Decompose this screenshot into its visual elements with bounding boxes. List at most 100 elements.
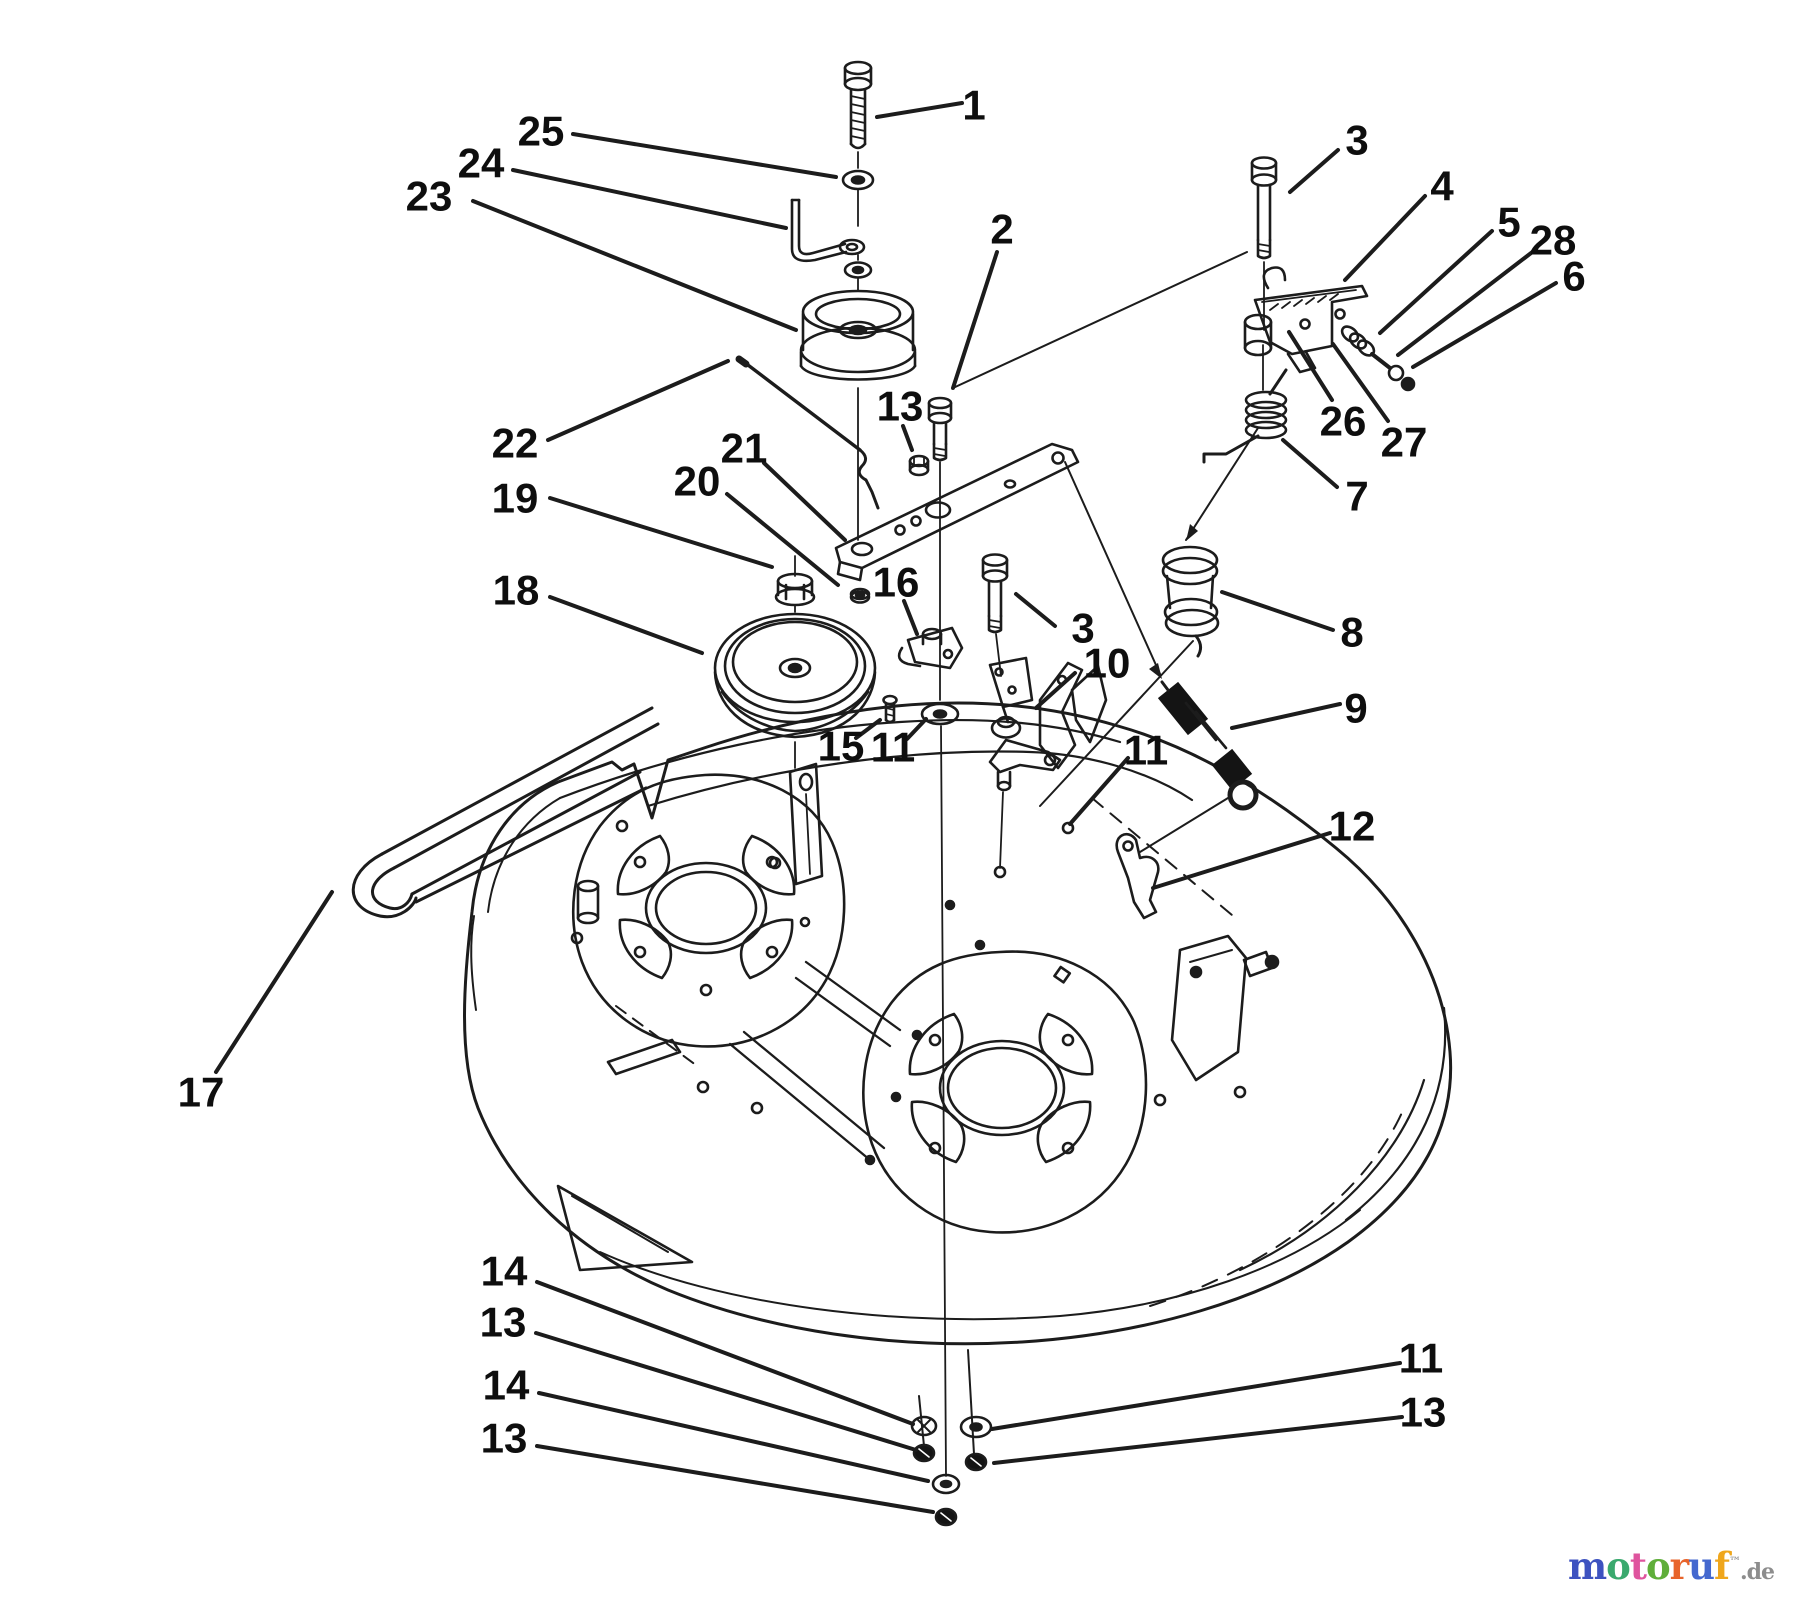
watermark-letter: o xyxy=(1606,1544,1631,1588)
hex-nut-20 xyxy=(774,555,816,607)
lock-washer-14-center xyxy=(931,1473,961,1495)
callout-label-13-b: 13 xyxy=(480,1299,527,1346)
callout-label-11-br: 11 xyxy=(1399,1335,1443,1382)
callout-leader-25 xyxy=(571,132,838,179)
callout-leader-16 xyxy=(902,599,919,636)
callout-leader-21 xyxy=(762,461,847,542)
callout-label-10: 10 xyxy=(1084,640,1131,687)
callout-label-12: 12 xyxy=(1329,803,1376,850)
watermark-letter: f xyxy=(1714,1544,1730,1588)
callout-leader-13-br xyxy=(992,1415,1404,1465)
callout-label-3-mid: 3 xyxy=(1071,605,1094,652)
callout-leader-13-b xyxy=(534,1331,918,1452)
right-spindle-plate xyxy=(862,950,1148,1234)
callout-leader-2 xyxy=(951,250,999,390)
callout-leader-23 xyxy=(471,199,798,332)
callout-label-8: 8 xyxy=(1340,609,1363,656)
callout-leader-1 xyxy=(875,101,964,119)
callout-label-9: 9 xyxy=(1344,685,1367,732)
callout-leader-17 xyxy=(214,890,334,1074)
callout-label-3-top: 3 xyxy=(1345,117,1368,164)
callout-leader-4 xyxy=(1343,194,1427,282)
compression-spring-8 xyxy=(1161,545,1220,658)
callout-leader-28 xyxy=(1396,248,1537,357)
callout-leader-13-top xyxy=(901,424,914,452)
small-nut-19 xyxy=(849,587,871,604)
callout-leader-22 xyxy=(546,359,730,442)
callout-leader-11-br xyxy=(990,1361,1402,1431)
watermark-letter: o xyxy=(1645,1544,1671,1588)
callout-label-18: 18 xyxy=(493,567,540,614)
callout-label-5: 5 xyxy=(1497,199,1520,246)
control-rod-22 xyxy=(735,355,880,510)
flat-washer-11-right xyxy=(959,1415,993,1439)
extension-spring-9 xyxy=(1157,680,1259,811)
callout-label-13-c: 13 xyxy=(481,1415,528,1462)
callout-label-21: 21 xyxy=(721,425,768,472)
callout-label-22: 22 xyxy=(492,420,539,467)
callout-label-13-br: 13 xyxy=(1400,1389,1447,1436)
callout-leader-11-midright xyxy=(1068,756,1130,826)
callout-leader-10 xyxy=(1034,671,1077,710)
callout-leader-15 xyxy=(854,718,882,740)
center-mount-axis xyxy=(940,725,947,1477)
spring-anchor-hook-12 xyxy=(1115,833,1160,920)
callout-leader-18 xyxy=(548,595,704,655)
callout-label-19: 19 xyxy=(492,475,539,522)
bell-crank-10 xyxy=(988,656,1062,869)
callout-leader-20 xyxy=(725,492,840,587)
tall-bracket xyxy=(788,762,824,886)
callout-label-1: 1 xyxy=(962,82,985,129)
nut-13-right xyxy=(964,1452,988,1472)
flat-washer-11 xyxy=(920,702,960,726)
watermark-letter: r xyxy=(1669,1544,1689,1588)
v-belt xyxy=(351,706,660,919)
callout-leader-12 xyxy=(1151,831,1332,890)
callout-label-27: 27 xyxy=(1381,419,1428,466)
belt-guide-peg xyxy=(576,879,600,925)
shoulder-bolt-3-top xyxy=(1250,156,1278,331)
shoulder-bolt-13 xyxy=(927,396,953,462)
callout-label-14-b: 14 xyxy=(483,1362,530,1409)
callout-leader-3-mid xyxy=(1014,592,1057,628)
callout-leader-13-c xyxy=(535,1444,935,1514)
callout-leader-6 xyxy=(1411,281,1558,369)
callout-leader-3-top xyxy=(1288,148,1340,194)
front-baffle xyxy=(556,1038,694,1272)
watermark-logo: motoruf™.de xyxy=(1568,1548,1775,1585)
deck-braces xyxy=(728,960,902,1162)
callout-label-26: 26 xyxy=(1320,398,1367,445)
watermark-letter: u xyxy=(1688,1544,1715,1588)
shoulder-bolt-3-mid xyxy=(981,553,1009,677)
lock-washer-14-left xyxy=(910,1415,938,1437)
idler-arm-21 xyxy=(834,442,1080,582)
callout-leader-19 xyxy=(548,496,774,569)
context-lines xyxy=(918,251,1259,1455)
deck-holes xyxy=(570,819,1247,1166)
callout-label-11-midright: 11 xyxy=(1124,727,1168,774)
hex-nut-under-13 xyxy=(908,454,930,477)
callout-label-6: 6 xyxy=(1562,253,1585,300)
callout-label-4: 4 xyxy=(1430,163,1454,210)
callout-label-2: 2 xyxy=(990,206,1013,253)
callout-leader-14-b xyxy=(537,1391,930,1483)
callout-leader-14-a xyxy=(535,1280,915,1426)
callout-leader-27 xyxy=(1331,342,1390,423)
flat-washer-top xyxy=(843,261,873,291)
belt-guide-hook-24 xyxy=(790,198,866,263)
lift-bracket xyxy=(1170,934,1280,1082)
watermark-letter: t xyxy=(1629,1544,1647,1588)
callout-leader-5 xyxy=(1378,229,1494,335)
left-spindle-plate xyxy=(572,773,846,1048)
nut-13-center xyxy=(934,1507,958,1527)
callout-label-15: 15 xyxy=(818,723,865,770)
flat-idler-pulley-18 xyxy=(713,605,877,769)
idler-bracket-4 xyxy=(1243,266,1369,391)
callout-label-20: 20 xyxy=(674,458,721,505)
lock-washer-25 xyxy=(841,169,875,227)
callout-leader-24 xyxy=(511,168,788,230)
bottom-hardware xyxy=(910,1415,993,1527)
